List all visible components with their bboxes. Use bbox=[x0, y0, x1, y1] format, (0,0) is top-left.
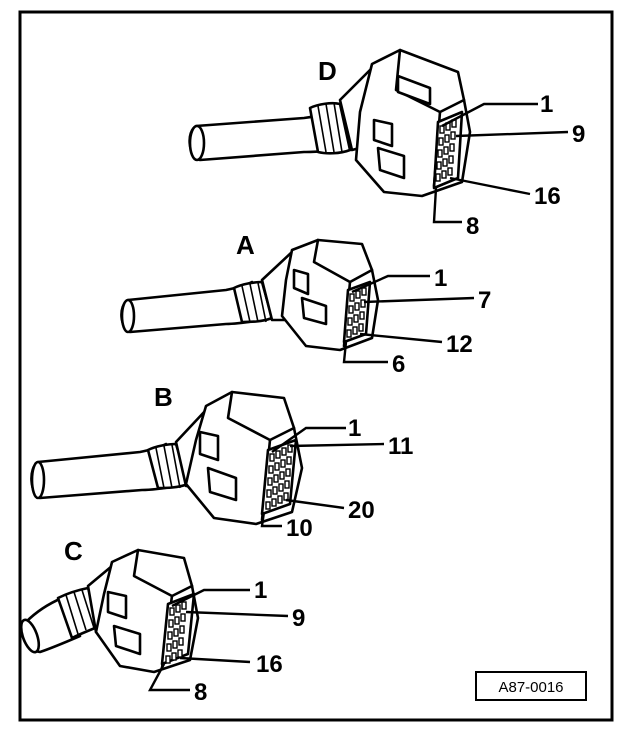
connector-c-label: C bbox=[64, 536, 83, 566]
connector-d-pin-label-b: 9 bbox=[572, 121, 585, 148]
figure-reference: A87-0016 bbox=[475, 671, 587, 701]
connector-d-leader-b bbox=[455, 130, 569, 138]
connector-b-label: B bbox=[154, 382, 173, 412]
connector-a-cable-end bbox=[120, 298, 136, 334]
connector-c-pin-grid bbox=[165, 601, 187, 664]
connector-a-pin-grid bbox=[346, 287, 367, 338]
connector-a-leader-c bbox=[359, 332, 443, 344]
connector-a-leader-b bbox=[363, 296, 475, 304]
connector-b-pin-label-c: 20 bbox=[348, 497, 375, 524]
connector-c-leader-c bbox=[179, 656, 251, 664]
connector-a: A 1 7 12 6 bbox=[120, 230, 491, 378]
connector-c-top-edge bbox=[132, 548, 194, 598]
connector-c-cable-end bbox=[19, 618, 41, 654]
connector-c-notch-lower bbox=[112, 624, 142, 656]
connector-d-leader-d bbox=[432, 187, 462, 224]
connector-b-pin-label-a: 1 bbox=[348, 415, 361, 442]
connector-a-pin-label-c: 12 bbox=[446, 331, 473, 358]
connector-a-pin-label-a: 1 bbox=[434, 265, 447, 292]
connector-b-notch-upper bbox=[198, 430, 220, 462]
connector-b-pin-label-d: 10 bbox=[286, 515, 313, 542]
connector-b-strain-ribs bbox=[155, 444, 181, 489]
connector-a-label: A bbox=[236, 230, 255, 260]
connector-a-notch-upper bbox=[292, 268, 310, 296]
connector-a-pin-label-b: 7 bbox=[478, 287, 491, 314]
connector-c-leader-d bbox=[147, 663, 190, 692]
connector-d: D 1 9 16 8 bbox=[188, 48, 585, 240]
connector-d-pin-label-d: 8 bbox=[466, 213, 479, 240]
connector-c-pin-label-b: 9 bbox=[292, 605, 305, 632]
figure-reference-box bbox=[475, 671, 587, 701]
connector-a-notch-lower bbox=[300, 296, 328, 326]
connector-d-pin-label-a: 1 bbox=[540, 91, 553, 118]
figure-reference-code: A87-0016 bbox=[498, 679, 563, 696]
connector-d-leader-c bbox=[449, 176, 531, 196]
connector-d-leader-a bbox=[441, 102, 538, 128]
connector-a-leader-d bbox=[342, 341, 388, 364]
connector-b-leader-b bbox=[289, 442, 385, 448]
connector-c-leader-b bbox=[185, 610, 289, 618]
connector-b-leader-a bbox=[271, 426, 346, 453]
connector-b-top-edge bbox=[226, 390, 296, 442]
connector-d-notch-upper bbox=[372, 118, 394, 148]
connector-b-pin-label-b: 11 bbox=[388, 433, 413, 460]
connector-c-strain-ribs bbox=[65, 589, 95, 635]
connector-d-top-edge bbox=[394, 48, 466, 114]
connector-b: B 1 11 20 10 bbox=[30, 382, 413, 542]
connector-d-label: D bbox=[318, 56, 337, 86]
connector-c-leader-a bbox=[171, 588, 250, 608]
connector-c-notch-upper bbox=[106, 590, 128, 620]
connector-a-pin-label-d: 6 bbox=[392, 351, 405, 378]
connector-d-latch bbox=[396, 74, 432, 106]
connector-b-leader-d bbox=[260, 511, 282, 528]
connector-b-cable-end bbox=[30, 460, 46, 500]
connector-a-strain-ribs bbox=[241, 282, 267, 323]
connector-c-pin-label-a: 1 bbox=[254, 577, 267, 604]
connector-a-top-edge bbox=[312, 238, 374, 284]
connector-c-pin-label-c: 16 bbox=[256, 651, 283, 678]
connector-c-pin-label-d: 8 bbox=[194, 679, 207, 706]
connector-c: C 1 9 16 8 bbox=[19, 536, 305, 706]
connector-b-pin-grid bbox=[265, 444, 293, 510]
connector-b-leader-c bbox=[285, 498, 345, 510]
connector-a-leader-a bbox=[351, 274, 430, 294]
connector-d-strain-ribs bbox=[317, 102, 343, 153]
connector-d-pin-grid bbox=[435, 119, 457, 182]
connector-d-cable-end bbox=[188, 124, 206, 162]
connector-d-pin-label-c: 16 bbox=[534, 183, 561, 210]
connector-b-notch-lower bbox=[206, 466, 238, 502]
connector-d-notch-lower bbox=[376, 146, 406, 180]
